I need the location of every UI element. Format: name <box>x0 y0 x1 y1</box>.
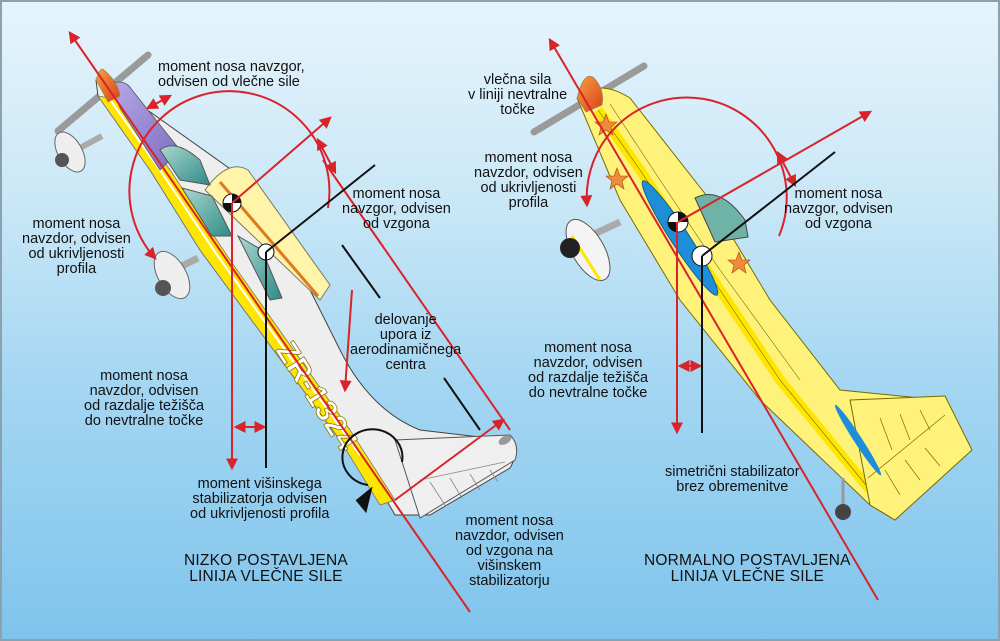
right-main-gear <box>560 218 622 282</box>
lift-offset-arrow <box>316 137 337 175</box>
left-reference-lines <box>265 164 481 514</box>
left-aircraft: ZR-1324 <box>54 51 518 519</box>
aero-drag-arrow <box>339 289 353 393</box>
elevator-ribs <box>419 461 506 506</box>
label-lift-moment-right: moment nosa navzgor, odvisen od vzgona <box>784 186 893 232</box>
label-symmetric-stabilizer: simetrični stabilizator brez obremenitve <box>665 464 800 495</box>
label-aero-center-drag: delovanje upora iz aerodinamičnega centr… <box>350 312 462 373</box>
right-aircraft <box>530 62 973 521</box>
left-force-vectors <box>68 31 511 613</box>
tail-wheel <box>498 435 512 445</box>
tail-wheel-right <box>835 504 851 520</box>
main-gear-front <box>54 131 104 173</box>
label-drag-neutral-line: vlečna sila v liniji nevtralne točke <box>468 72 568 118</box>
stabilizer-lift-arrow <box>394 418 505 501</box>
main-gear-rear <box>153 250 200 300</box>
horizontal-stabilizer-right <box>849 395 973 521</box>
camber-moment-arc-right <box>580 96 788 237</box>
tail-airfoil-section <box>834 404 882 476</box>
drag-offset-line <box>322 159 511 431</box>
lift-arrow <box>231 116 332 204</box>
rear-window <box>236 234 283 301</box>
label-cg-distance-moment-right: moment nosa navzdor, odvisen od razdalje… <box>528 340 649 401</box>
drag-offset-arrow <box>145 94 173 110</box>
caption-right: NORMALNO POSTAVLJENA LINIJA VLEČNE SILE <box>644 552 851 585</box>
windshield <box>159 145 211 186</box>
camber-moment-arc <box>128 90 331 260</box>
label-camber-moment-right: moment nosa navzdor, odvisen od ukrivlje… <box>474 150 583 211</box>
thrust-line-arrow-right <box>548 37 879 601</box>
stabilizer-moment-arrowhead <box>355 486 373 514</box>
lift-offset-arrow-right <box>776 150 797 188</box>
tail-ribs-right <box>867 409 946 496</box>
wing-airfoil-section <box>641 180 719 296</box>
stabilizer-moment-arc <box>341 428 404 486</box>
right-force-vectors <box>548 37 879 601</box>
horizontal-stabilizer <box>394 434 518 519</box>
right-reference-lines <box>701 151 836 433</box>
spinner-right <box>576 75 603 113</box>
label-lift-moment-left: moment nosa navzgor, odvisen od vzgona <box>342 186 451 232</box>
lift-arrow-right <box>677 110 873 223</box>
star-insignias <box>594 113 751 274</box>
label-cg-distance-moment-left: moment nosa navzdor, odvisen od razdalje… <box>84 368 205 429</box>
caption-left: NIZKO POSTAVLJENA LINIJA VLEČNE SILE <box>184 552 348 585</box>
thrust-line-arrow <box>68 31 471 613</box>
spinner <box>95 68 121 103</box>
label-camber-moment-left: moment nosa navzdor, odvisen od ukrivlje… <box>22 216 131 277</box>
label-stabilizer-camber-moment: moment višinskega stabilizatorja odvisen… <box>190 476 330 522</box>
label-stabilizer-lift-moment: moment nosa navzdor, odvisen od vzgona n… <box>455 513 564 589</box>
label-drag-moment: moment nosa navzgor, odvisen od vlečne s… <box>158 59 305 90</box>
